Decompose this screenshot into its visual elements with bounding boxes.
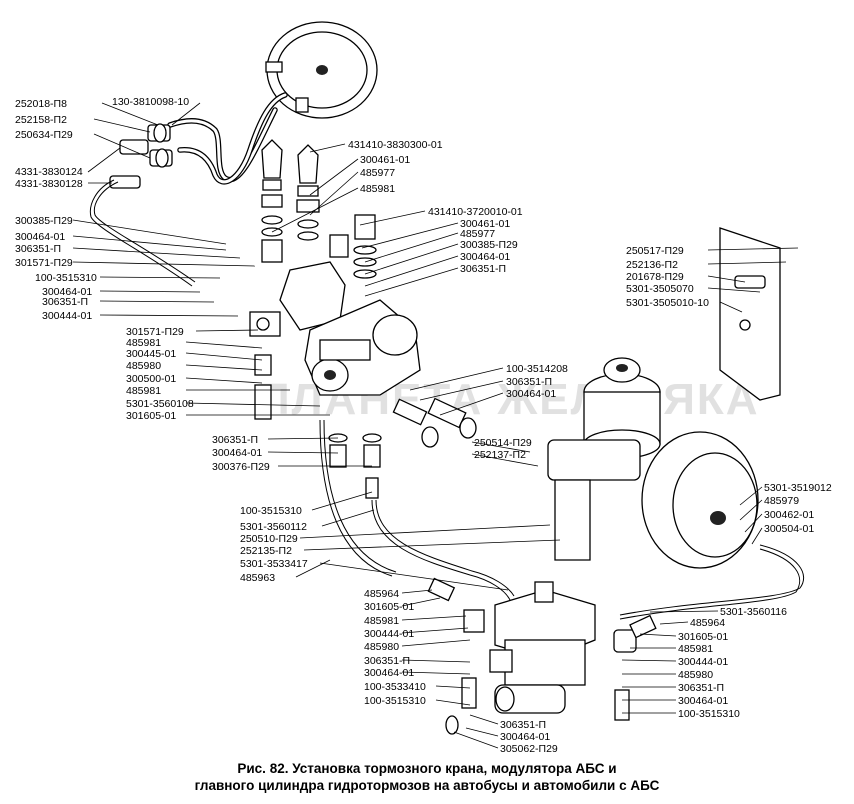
label: 300464-01 bbox=[460, 251, 510, 263]
leader-lines bbox=[72, 102, 799, 749]
label: 306351-П bbox=[460, 263, 506, 275]
label: 300376-П29 bbox=[212, 461, 270, 473]
lower-left-fittings bbox=[254, 354, 382, 499]
master-cylinder bbox=[547, 431, 759, 569]
label: 250514-П29 bbox=[474, 437, 532, 449]
label: 485964 bbox=[690, 617, 725, 629]
label: 485977 bbox=[460, 228, 495, 240]
label: 485964 bbox=[364, 588, 399, 600]
label: 4331-3830124 bbox=[15, 166, 83, 178]
label: 250634-П29 bbox=[15, 129, 73, 141]
label: 301605-01 bbox=[126, 410, 176, 422]
tube-left bbox=[89, 179, 196, 287]
label: 100-3514208 bbox=[506, 363, 568, 375]
label: 485963 bbox=[240, 572, 275, 584]
label: 100-3515310 bbox=[35, 272, 97, 284]
valve-outlet-fittings bbox=[392, 397, 477, 448]
label: 485981 bbox=[126, 337, 161, 349]
tube-right bbox=[619, 544, 805, 620]
brake-assembly-drawing: ПЛАНЕТА ЖЕЛЕЗЯКА bbox=[15, 21, 832, 755]
label: 306351-П bbox=[506, 376, 552, 388]
label: 300464-01 bbox=[500, 731, 550, 743]
label: 431410-3830300-01 bbox=[348, 139, 443, 151]
label: 100-3515310 bbox=[240, 505, 302, 517]
caption-line-2: главного цилиндра гидротормозов на автоб… bbox=[194, 778, 660, 793]
label: 252018-П8 bbox=[15, 98, 67, 110]
label: 5301-3560108 bbox=[126, 398, 194, 410]
label: 252135-П2 bbox=[240, 545, 292, 557]
caption-line-1: Рис. 82. Установка тормозного крана, мод… bbox=[237, 761, 617, 776]
label: 485977 bbox=[360, 167, 395, 179]
label: 300464-01 bbox=[678, 695, 728, 707]
label: 300385-П29 bbox=[460, 239, 518, 251]
label: 300464-01 bbox=[15, 231, 65, 243]
label: 300504-01 bbox=[764, 523, 814, 535]
label: 100-3515310 bbox=[364, 695, 426, 707]
label: 306351-П bbox=[500, 719, 546, 731]
label: 300461-01 bbox=[360, 154, 410, 166]
label: 306351-П bbox=[678, 682, 724, 694]
label: 485981 bbox=[360, 183, 395, 195]
label: 301571-П29 bbox=[126, 326, 184, 338]
label: 306351-П bbox=[42, 296, 88, 308]
label: 485981 bbox=[364, 615, 399, 627]
label: 252136-П2 bbox=[626, 259, 678, 271]
label: 5301-3560116 bbox=[720, 606, 787, 618]
label: 306351-П bbox=[15, 243, 61, 255]
label: 5301-3560112 bbox=[240, 521, 307, 533]
label: 305062-П29 bbox=[500, 743, 558, 755]
label: 485980 bbox=[678, 669, 713, 681]
label: 300464-01 bbox=[212, 447, 262, 459]
label: 5301-3505070 bbox=[626, 283, 694, 295]
sensor-left bbox=[261, 139, 283, 263]
label: 300500-01 bbox=[126, 373, 176, 385]
label: 252137-П2 bbox=[474, 449, 526, 461]
label: 485981 bbox=[126, 385, 161, 397]
bracket bbox=[719, 227, 781, 401]
label: 100-3515310 bbox=[678, 708, 740, 720]
label: 485980 bbox=[126, 360, 161, 372]
label: 306351-П bbox=[212, 434, 258, 446]
figure-caption: Рис. 82. Установка тормозного крана, мод… bbox=[0, 760, 854, 794]
part-labels: 252018-П8 130-3810098-10 252158-П2 25063… bbox=[15, 96, 832, 755]
label: 300385-П29 bbox=[15, 215, 73, 227]
label: 300445-01 bbox=[126, 348, 176, 360]
label: 5301-3505010-10 bbox=[626, 297, 709, 309]
label: 431410-3720010-01 bbox=[428, 206, 523, 218]
label: 201678-П29 bbox=[626, 271, 684, 283]
pressure-gauge bbox=[265, 21, 378, 119]
label: 300444-01 bbox=[42, 310, 92, 322]
modulator-fittings bbox=[427, 577, 657, 735]
label: 301605-01 bbox=[678, 631, 728, 643]
sensor-middle bbox=[296, 144, 320, 241]
label: 300444-01 bbox=[364, 628, 414, 640]
brake-valve-modulator bbox=[249, 261, 421, 396]
label: 485981 bbox=[678, 643, 713, 655]
label: 100-3533410 bbox=[364, 681, 426, 693]
label: 4331-3830128 bbox=[15, 178, 83, 190]
label: 300462-01 bbox=[764, 509, 814, 521]
label: 5301-3519012 bbox=[764, 482, 832, 494]
abs-modulator bbox=[489, 581, 596, 714]
label: 301605-01 bbox=[364, 601, 414, 613]
label: 306351-П bbox=[364, 655, 410, 667]
label: 5301-3533417 bbox=[240, 558, 308, 570]
label: 250517-П29 bbox=[626, 245, 684, 257]
label: 130-3810098-10 bbox=[112, 96, 189, 108]
label: 301571-П29 bbox=[15, 257, 73, 269]
label: 485980 bbox=[364, 641, 399, 653]
label: 300461-01 bbox=[460, 218, 510, 230]
left-fittings bbox=[109, 123, 173, 189]
label: 300464-01 bbox=[506, 388, 556, 400]
label: 252158-П2 bbox=[15, 114, 67, 126]
hose-lines-top bbox=[167, 92, 288, 185]
label: 300444-01 bbox=[678, 656, 728, 668]
label: 300464-01 bbox=[42, 286, 92, 298]
label: 250510-П29 bbox=[240, 533, 298, 545]
label: 300464-01 bbox=[364, 667, 414, 679]
label: 485979 bbox=[764, 495, 799, 507]
